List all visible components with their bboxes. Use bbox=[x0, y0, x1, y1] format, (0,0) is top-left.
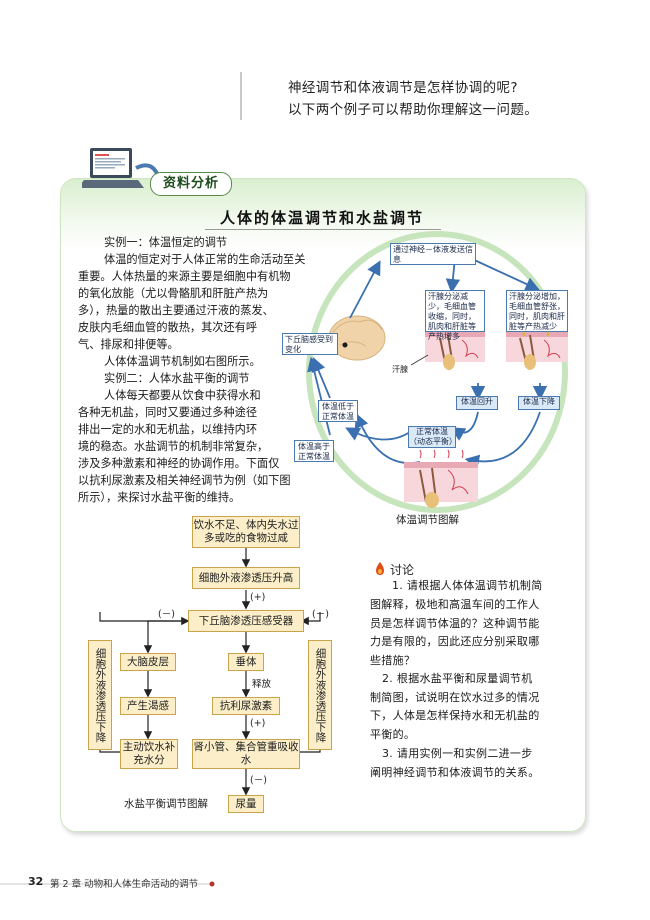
minus-sign-left: (－) bbox=[158, 609, 175, 620]
discussion-line: 平衡的。 bbox=[370, 728, 416, 741]
temp-cold-response-box: 汗腺分泌减少，毛细血管收缩，同时，肌肉和肝脏等产热增多 bbox=[425, 290, 485, 341]
temp-diagram-caption: 体温调节图解 bbox=[396, 514, 459, 526]
osmotic-drop-right-box: 细胞外液渗透压下降 bbox=[308, 640, 332, 750]
cortex-box: 大脑皮层 bbox=[120, 653, 176, 671]
text-line: 人体体温调节机制如右图所示。 bbox=[104, 355, 261, 368]
water-diagram-caption: 水盐平衡调节图解 bbox=[124, 798, 208, 810]
text-line: 所示），来探讨水盐平衡的维持。 bbox=[78, 491, 241, 504]
discussion-line: 些措施？ bbox=[370, 654, 416, 667]
release-label: 释放 bbox=[252, 679, 272, 690]
skin-normal-illustration bbox=[404, 449, 478, 508]
text-line: 体温的恒定对于人体正常的生命活动至关 bbox=[104, 253, 306, 266]
footer-rule bbox=[0, 881, 215, 887]
text-line: 重要。人体热量的来源主要是细胞中有机物 bbox=[78, 270, 291, 283]
text-line: 涉及多种激素和神经的协调作用。下面仅 bbox=[78, 457, 280, 470]
minus-sign-3: (－) bbox=[250, 775, 267, 786]
discussion-line: 3. 请用实例一和实例二进一步 bbox=[382, 747, 533, 760]
chapter-title: 第 2 章 动物和人体生命活动的调节 bbox=[50, 879, 199, 890]
discussion-line: 图解释，极地和高温车间的工作人 bbox=[370, 598, 540, 611]
temp-fall-box: 体温下降 bbox=[518, 396, 560, 410]
discussion-line: 员是怎样调节体温的？这种调节能 bbox=[370, 617, 540, 630]
discussion-line: 力是有限的，因此还应分别采取哪 bbox=[370, 635, 540, 648]
thirst-box: 产生渴感 bbox=[120, 697, 176, 715]
text-line: 多），热量的散出主要通过汗液的蒸发、 bbox=[78, 304, 274, 317]
temp-rise-box: 体温回升 bbox=[456, 396, 498, 410]
adh-box: 抗利尿激素 bbox=[212, 697, 280, 715]
page-title: 人体的体温调节和水盐调节 bbox=[219, 209, 424, 227]
text-line: 气、排尿和排便等。 bbox=[78, 338, 179, 351]
discussion-line: 阐明神经调节和体液调节的关系。 bbox=[370, 766, 540, 779]
discussion-heading: 讨论 bbox=[390, 563, 415, 577]
sweat-gland-label: 汗腺 bbox=[392, 365, 408, 374]
discussion-line: 下，人体是怎样保持水和无机盐的 bbox=[370, 709, 540, 722]
temp-hypothalamus-box: 下丘脑感受到变化 bbox=[282, 333, 338, 355]
skin-cold-illustration bbox=[425, 332, 485, 370]
text-line: 各种无机盐，同时又要通过多种途径 bbox=[78, 406, 258, 419]
text-line: 人体每天都要从饮食中获得水和 bbox=[104, 389, 261, 402]
minus-sign-right: (－) bbox=[312, 609, 329, 620]
pituitary-box: 垂体 bbox=[228, 653, 264, 671]
discussion-line: 2. 根据水盐平衡和尿量调节机 bbox=[382, 672, 533, 685]
intro-divider bbox=[240, 72, 242, 120]
water-trigger-box: 饮水不足、体内失水过多或吃的食物过咸 bbox=[192, 516, 300, 548]
skin-hot-illustration bbox=[506, 332, 568, 370]
discussion-line: 制简图，试说明在饮水过多的情况 bbox=[370, 691, 540, 704]
intro-question: 神经调节和体液调节是怎样协调的呢? bbox=[288, 80, 518, 96]
drink-box: 主动饮水补充水分 bbox=[120, 739, 178, 769]
temp-below-normal-box: 体温低于正常体温 bbox=[318, 400, 358, 422]
text-line: 排出一定的水和无机盐，以维持内环 bbox=[78, 423, 258, 436]
osmoreceptor-box: 下丘脑渗透压感受器 bbox=[188, 610, 304, 632]
text-line: 皮肤内毛细血管的散热，其次还有呼 bbox=[78, 321, 258, 334]
brain-icon bbox=[328, 315, 386, 361]
osmotic-rise-box: 细胞外液渗透压升高 bbox=[192, 567, 300, 589]
section-tag: 资料分析 bbox=[150, 172, 232, 196]
temp-normal-box: 正常体温（动态平衡） bbox=[408, 426, 457, 448]
temp-above-normal-box: 体温高于正常体温 bbox=[294, 440, 334, 462]
text-line: 实例二：人体水盐平衡的调节 bbox=[104, 372, 250, 385]
intro-hint: 以下两个例子可以帮助你理解这一问题。 bbox=[288, 102, 539, 118]
text-line: 的氧化放能（尤以骨骼肌和肝脏产热为 bbox=[78, 287, 269, 300]
page-number: 32 bbox=[28, 875, 44, 888]
title-underline bbox=[205, 229, 441, 230]
flame-icon bbox=[376, 562, 384, 575]
plus-sign-1: (+) bbox=[250, 592, 266, 603]
urine-box: 尿量 bbox=[228, 795, 264, 813]
temp-nerve-box: 通过神经－体液发送信息 bbox=[390, 243, 476, 265]
text-line: 实例一：体温恒定的调节 bbox=[104, 236, 228, 249]
text-line: 境的稳态。水盐调节的机制非常复杂， bbox=[78, 440, 269, 453]
tubule-box: 肾小管、集合管重吸收水 bbox=[192, 739, 300, 769]
discussion-line: 1. 请根据人体体温调节机制简 bbox=[392, 579, 543, 592]
plus-sign-2: (+) bbox=[250, 718, 266, 729]
temp-hot-response-box: 汗腺分泌增加，毛细血管舒张，同时，肌肉和肝脏等产热减少 bbox=[506, 290, 568, 332]
osmotic-drop-left-box: 细胞外液渗透压下降 bbox=[88, 640, 112, 750]
text-line: 以抗利尿激素及相关神经调节为例（如下图 bbox=[78, 474, 291, 487]
